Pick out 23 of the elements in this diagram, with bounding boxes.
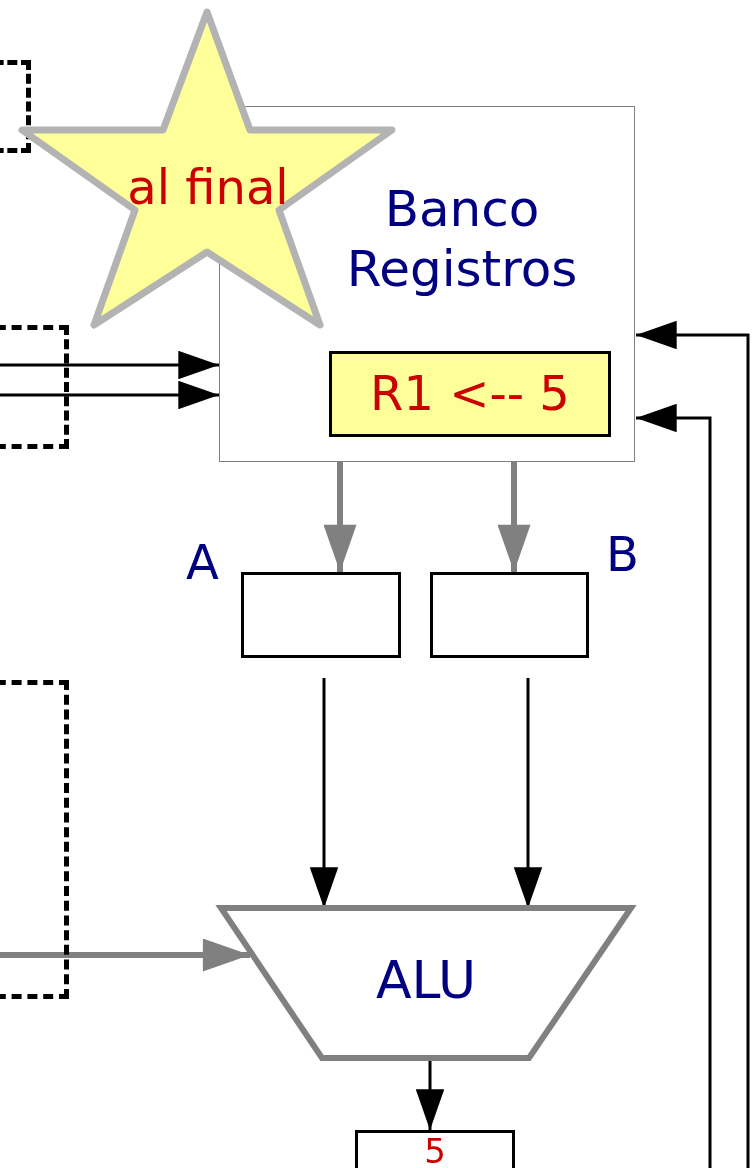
- arrow: [309, 678, 339, 908]
- arrow: [0, 938, 250, 972]
- register-box: [241, 572, 401, 658]
- result-value: 5: [424, 1131, 446, 1168]
- operation-text: R1 <-- 5: [370, 365, 570, 423]
- alu-trapezoid: [218, 905, 634, 1061]
- dashed-box: [0, 325, 69, 449]
- bank-title: Banco Registros: [345, 179, 579, 299]
- arrow: [415, 1061, 445, 1130]
- arrow: [0, 350, 219, 380]
- alu-label: ALU: [376, 948, 476, 1012]
- arrow: [636, 320, 750, 1168]
- arrow: [0, 380, 219, 410]
- operation-box: [329, 351, 611, 437]
- register-label: A: [186, 538, 219, 586]
- arrow: [513, 678, 543, 908]
- arrow: [497, 462, 531, 572]
- register-label: B: [606, 530, 639, 578]
- arrow: [323, 462, 357, 572]
- callout-text: al final: [127, 159, 289, 217]
- arrow: [636, 403, 712, 1168]
- register-box: [430, 572, 589, 658]
- dashed-box: [0, 680, 69, 999]
